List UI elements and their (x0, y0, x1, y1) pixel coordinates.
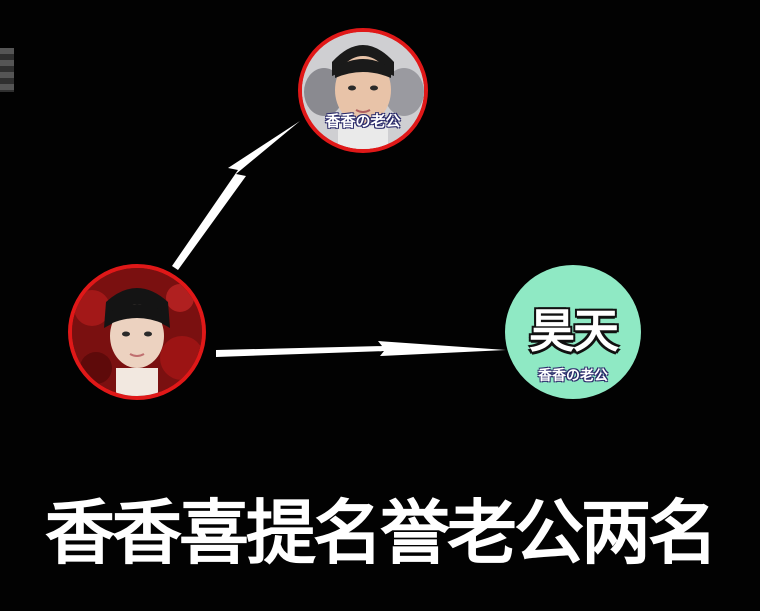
node-right-name: 昊天 (529, 304, 619, 358)
person-portrait-icon (72, 268, 202, 396)
node-left-avatar (68, 264, 206, 400)
arrow-left-to-right (216, 341, 506, 357)
arrow-left-to-top (172, 121, 300, 270)
node-top-label: 香香の老公 (325, 112, 401, 130)
person-portrait-icon (302, 32, 424, 149)
node-right-label: 香香の老公 (538, 368, 608, 384)
edge-artifact (0, 48, 14, 92)
node-right-badge: 昊天 香香の老公 (505, 265, 641, 399)
caption-text: 香香喜提名誉老公两名 (45, 492, 718, 574)
node-top-avatar: 香香の老公 (298, 28, 428, 153)
